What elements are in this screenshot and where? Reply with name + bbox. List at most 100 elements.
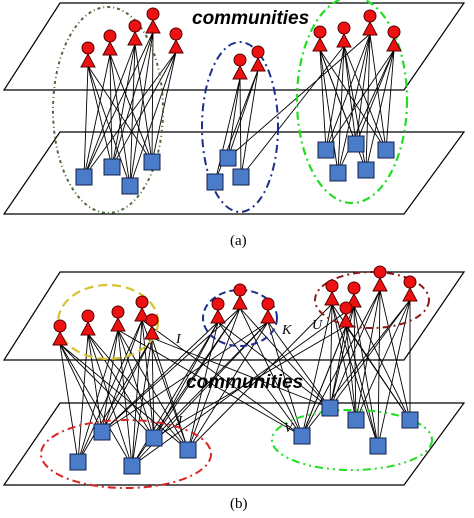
community-ellipse-J — [40, 419, 212, 489]
b-edge — [301, 325, 347, 437]
item-node — [357, 161, 375, 179]
a-edge — [239, 77, 242, 178]
b-edge — [117, 329, 133, 467]
user-node — [336, 21, 352, 48]
item-node — [329, 164, 347, 182]
b-edge — [101, 321, 269, 433]
label-U: U — [312, 318, 323, 333]
a-edge — [111, 31, 154, 168]
a-edge — [87, 65, 131, 187]
a-edge — [240, 45, 345, 178]
user-node — [312, 25, 328, 52]
a-edge — [343, 45, 387, 151]
item-node — [145, 429, 163, 447]
b-edge — [239, 307, 331, 409]
a-edge — [109, 53, 131, 187]
a-edge — [151, 51, 177, 163]
b-edge — [331, 303, 357, 421]
item-node — [121, 177, 139, 195]
user-node — [168, 27, 184, 54]
b-edge — [329, 289, 381, 409]
a-edge — [325, 49, 395, 151]
b-edge — [131, 337, 153, 467]
user-node — [232, 53, 248, 80]
label-V: V — [284, 421, 294, 436]
b-edge — [379, 289, 411, 421]
b-edge — [151, 337, 189, 451]
item-node — [401, 411, 419, 429]
user-node — [80, 41, 96, 68]
item-node — [179, 441, 197, 459]
a-edge — [227, 77, 241, 159]
item-node — [321, 399, 339, 417]
item-node — [232, 168, 250, 186]
a-edge — [83, 65, 89, 178]
b-edge — [117, 329, 155, 439]
b-edge — [131, 305, 355, 467]
user-node — [338, 301, 354, 328]
b-edge — [131, 319, 143, 467]
b-edge — [355, 289, 381, 421]
upper-plane-b — [2, 271, 466, 361]
a-edge — [365, 49, 395, 171]
user-node — [232, 283, 248, 310]
b-edge — [345, 325, 411, 421]
a-edge — [83, 31, 154, 178]
b-edge — [87, 333, 133, 467]
a-edge — [83, 53, 111, 178]
item-node — [347, 411, 365, 429]
user-node — [110, 305, 126, 332]
user-node — [260, 297, 276, 324]
item-node — [377, 141, 395, 159]
community-ellipse-2 — [201, 41, 279, 213]
a-edge — [325, 45, 345, 151]
a-edge — [343, 45, 357, 145]
community-ellipse-U — [314, 271, 430, 329]
b-edge — [353, 305, 357, 421]
user-node — [324, 279, 340, 306]
nodes-b — [52, 265, 419, 475]
b-edge — [355, 299, 411, 421]
b-edge — [153, 325, 347, 439]
b-edge — [329, 303, 333, 409]
b-edge — [87, 333, 103, 433]
user-node — [145, 7, 161, 34]
a-edge — [87, 65, 113, 168]
user-node — [52, 319, 68, 346]
a-edge — [214, 77, 241, 183]
item-node — [206, 173, 224, 191]
b-edge — [59, 343, 133, 467]
user-node — [386, 25, 402, 52]
a-edge — [355, 33, 371, 145]
b-edge — [267, 321, 303, 437]
a-edge — [355, 49, 395, 145]
label-K: K — [281, 323, 292, 338]
community-ellipse-3 — [295, 0, 409, 205]
user-node — [102, 29, 118, 56]
communities-label-a: communities — [192, 8, 309, 29]
a-edge — [83, 43, 136, 178]
b-edge — [267, 321, 331, 409]
caption-b: (b) — [230, 496, 248, 512]
b-edge — [151, 337, 155, 439]
user-node — [362, 9, 378, 36]
b-edge — [153, 321, 269, 439]
b-edge — [101, 329, 119, 433]
item-node — [69, 453, 87, 471]
item-node — [219, 149, 237, 167]
a-edge — [240, 69, 259, 178]
user-node — [210, 297, 226, 324]
user-node — [402, 275, 418, 302]
b-edge — [77, 329, 119, 463]
a-edge — [134, 43, 153, 163]
a-edge — [151, 31, 154, 163]
b-edge — [77, 319, 143, 463]
community-ellipse-K — [202, 289, 278, 347]
a-edge — [325, 33, 371, 151]
panel-a: communities (a) — [2, 0, 466, 249]
a-edge — [319, 49, 339, 174]
a-edge — [227, 33, 371, 159]
a-edge — [129, 51, 177, 187]
community-ellipse-V — [271, 409, 433, 471]
